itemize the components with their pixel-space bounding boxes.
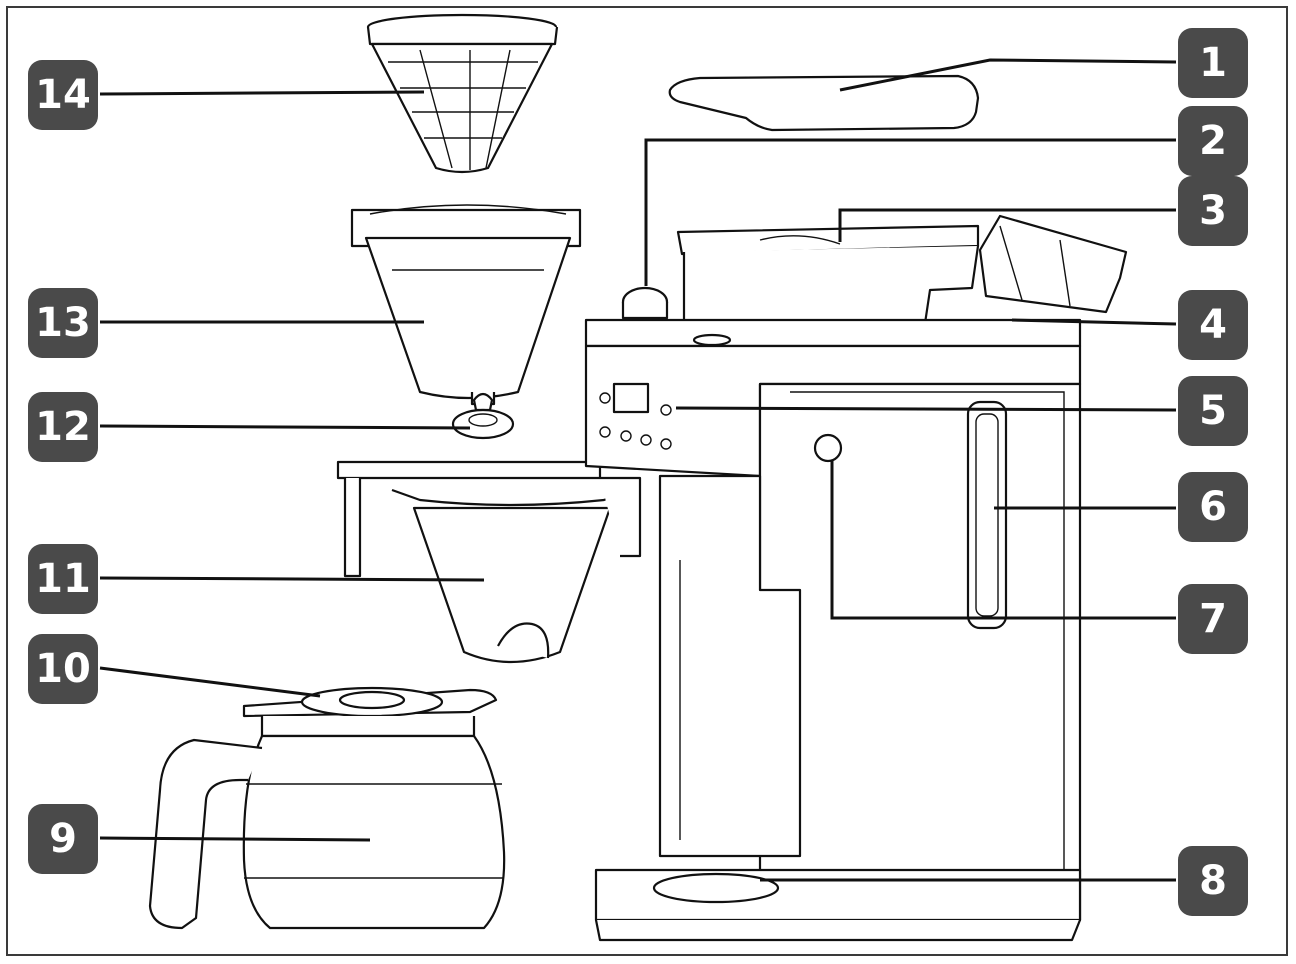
part-number-7: 7 <box>1199 596 1227 642</box>
leader-lines <box>99 58 1177 882</box>
part-badge-8: 8 <box>1178 846 1248 916</box>
part-badge-7: 7 <box>1178 584 1248 654</box>
part-badge-2: 2 <box>1178 106 1248 176</box>
part-number-8: 8 <box>1199 858 1227 904</box>
swing-filter-holder-drawing <box>336 460 642 664</box>
part-badge-12: 12 <box>28 392 98 462</box>
part-badge-9: 9 <box>28 804 98 874</box>
part-badge-5: 5 <box>1178 376 1248 446</box>
drip-valve-drawing <box>451 392 515 440</box>
part-number-12: 12 <box>35 404 91 450</box>
filter-basket-drawing <box>366 13 559 174</box>
part-badge-14: 14 <box>28 60 98 130</box>
part-badge-4: 4 <box>1178 290 1248 360</box>
part-badge-3: 3 <box>1178 176 1248 246</box>
part-badge-6: 6 <box>1178 472 1248 542</box>
part-badge-1: 1 <box>1178 28 1248 98</box>
part-number-14: 14 <box>35 72 91 118</box>
part-badge-11: 11 <box>28 544 98 614</box>
part-number-11: 11 <box>35 556 91 602</box>
filter-holder-drawing <box>350 204 582 406</box>
diagram-frame <box>6 6 1288 956</box>
part-number-3: 3 <box>1199 188 1227 234</box>
part-number-13: 13 <box>35 300 91 346</box>
part-number-9: 9 <box>49 816 77 862</box>
carafe-drawing <box>148 686 506 930</box>
part-badge-13: 13 <box>28 288 98 358</box>
part-number-5: 5 <box>1199 388 1227 434</box>
part-number-10: 10 <box>35 646 91 692</box>
part-badge-10: 10 <box>28 634 98 704</box>
part-number-4: 4 <box>1199 302 1227 348</box>
part-number-1: 1 <box>1199 40 1227 86</box>
part-number-6: 6 <box>1199 484 1227 530</box>
machine-body-drawing <box>584 74 1128 942</box>
part-number-2: 2 <box>1199 118 1227 164</box>
